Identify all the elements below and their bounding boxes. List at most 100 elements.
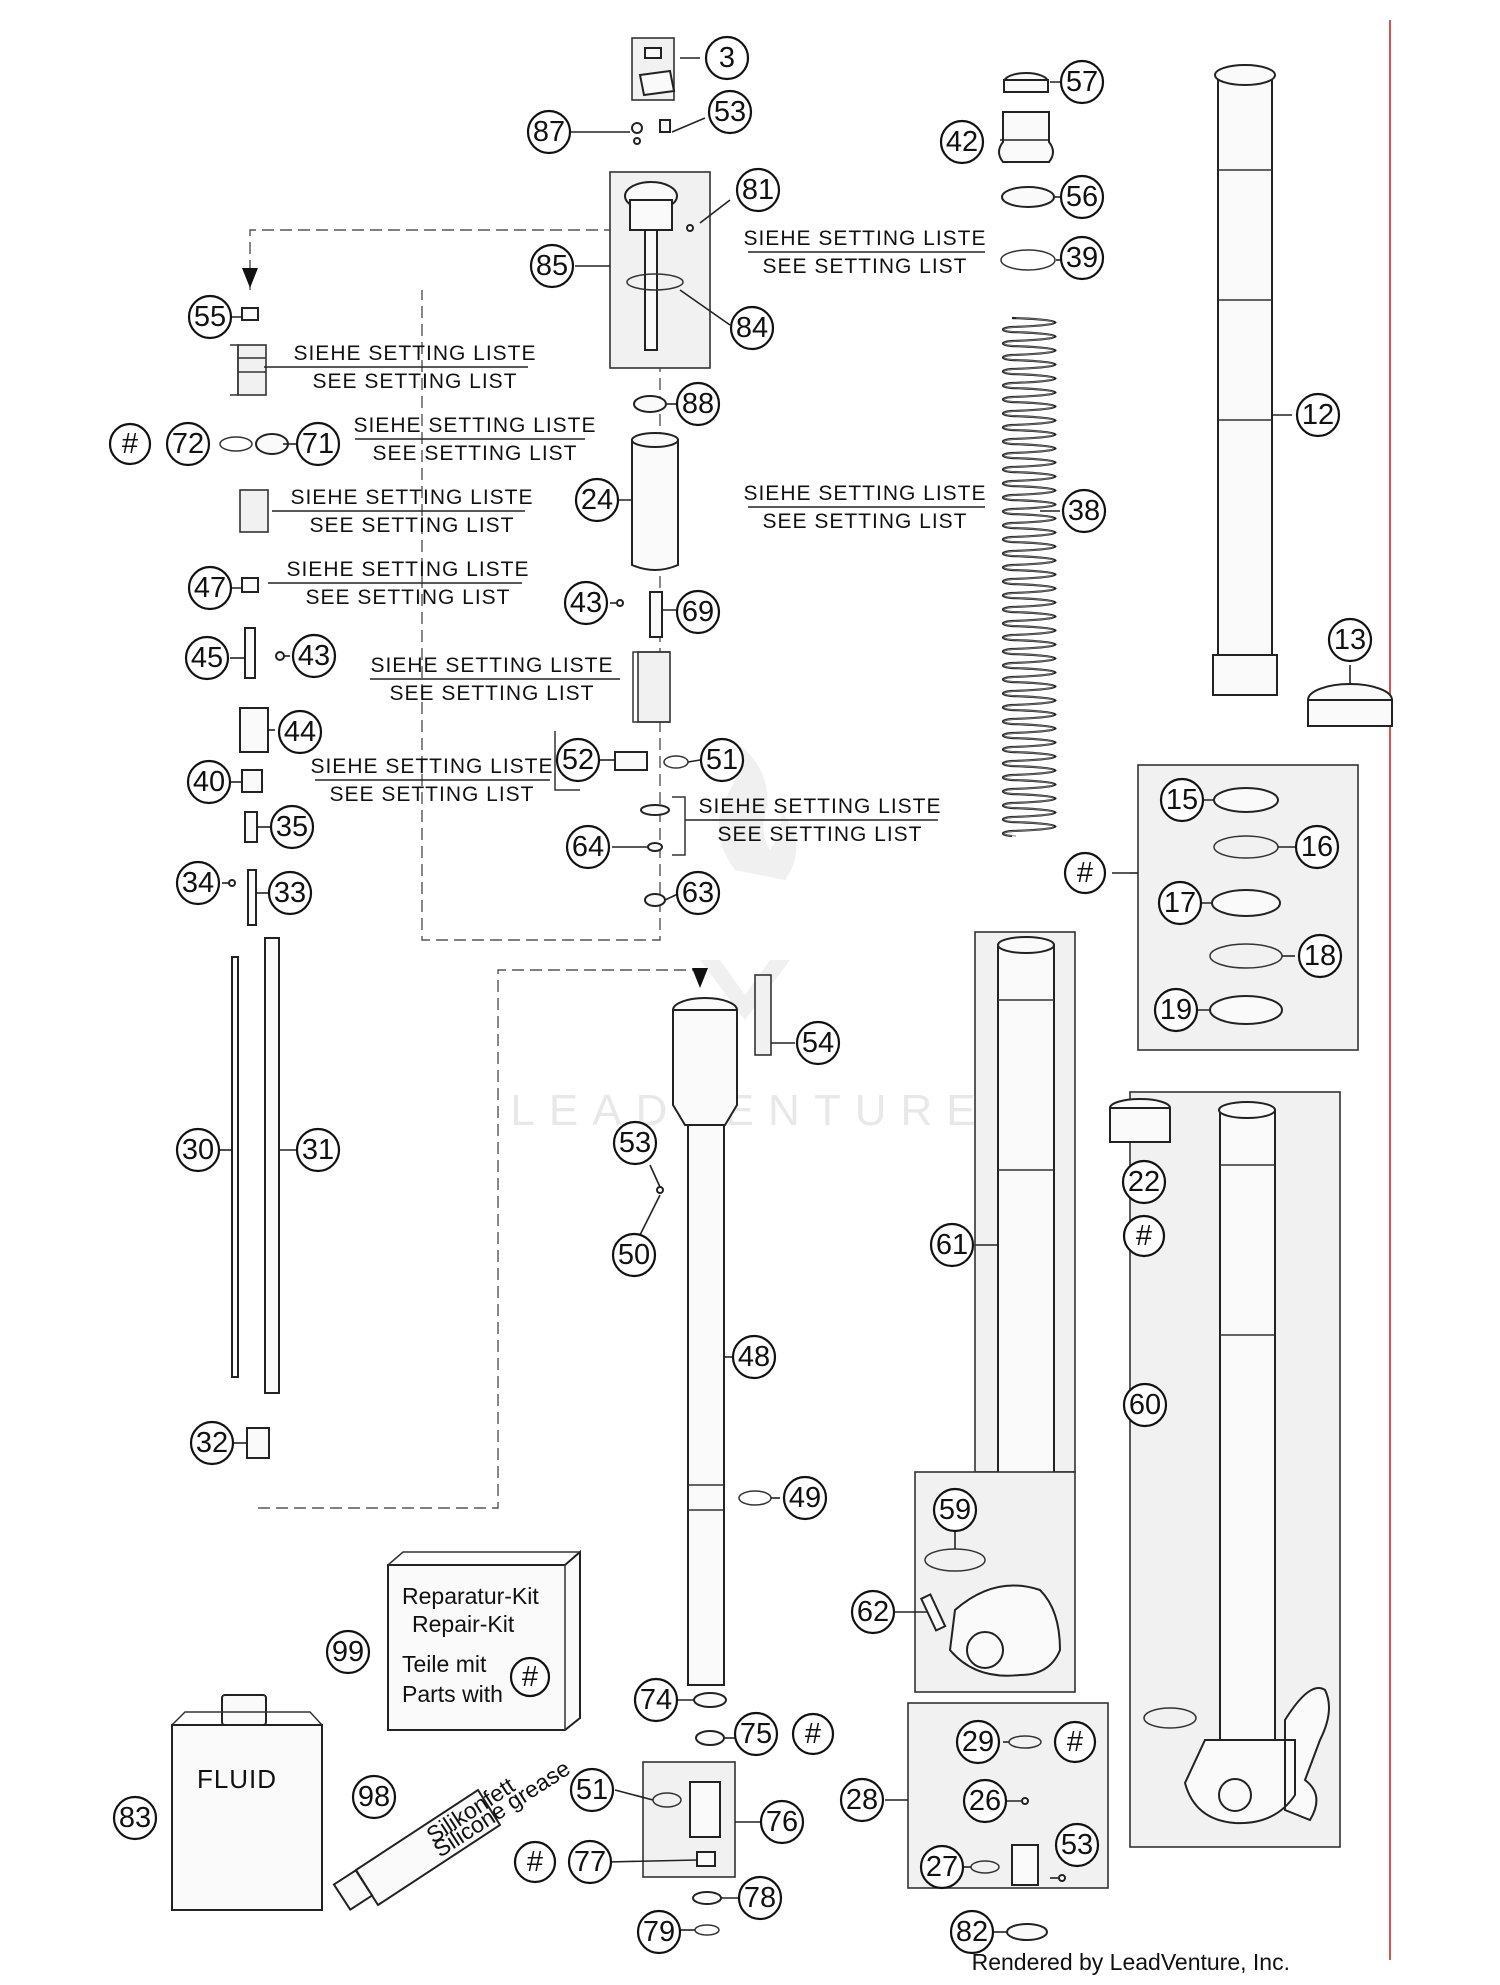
callout-84: 84 — [729, 305, 775, 351]
callout-label: 55 — [194, 301, 226, 333]
callout-label: # — [122, 428, 138, 460]
callout-49: 49 — [782, 1475, 828, 1521]
part-26 — [1021, 1797, 1029, 1805]
callout-label: 26 — [969, 1785, 1001, 1817]
part-31 — [264, 937, 280, 1394]
setting-note-8-en: SEE SETTING LIST — [329, 783, 534, 806]
part-32 — [246, 1427, 270, 1459]
callout-42: 42 — [939, 119, 985, 165]
part-34 — [228, 879, 236, 887]
part-87-washer — [633, 137, 641, 145]
part-47 — [241, 577, 259, 593]
callout-88: 88 — [675, 381, 721, 427]
part-60-axle-hole — [1218, 1778, 1252, 1812]
part-43-center — [616, 599, 624, 607]
callout-label: 28 — [846, 1784, 878, 1816]
part-24 — [631, 439, 679, 571]
part-88 — [633, 395, 667, 413]
callout-81: 81 — [735, 167, 781, 213]
callout-repair-kit-c75h: # — [791, 1712, 835, 1756]
shim-64-upper — [640, 804, 670, 816]
callout-label: 49 — [789, 1482, 821, 1514]
setting-note-9-en: SEE SETTING LIST — [717, 823, 922, 846]
part-44 — [239, 707, 269, 753]
callout-61: 61 — [929, 1222, 975, 1268]
callout-label: 81 — [742, 174, 774, 206]
dashed-route-lower — [258, 969, 700, 1509]
callout-label: 54 — [802, 1027, 834, 1059]
callout-label: 69 — [682, 596, 714, 628]
callout-label: 53 — [714, 96, 746, 128]
callout-label: 71 — [302, 428, 334, 460]
callout-label: 62 — [857, 1596, 889, 1628]
callout-label: 29 — [962, 1726, 994, 1758]
setting-note-7-de: SIEHE SETTING LISTE — [370, 654, 613, 677]
part-48-tube — [687, 1124, 725, 1686]
repair-kit-hash-badge — [509, 1656, 551, 1698]
arrow-down-icon-upper — [242, 268, 258, 288]
part-27-screw — [1011, 1844, 1039, 1886]
callout-label: 76 — [766, 1806, 798, 1838]
setting-note-5-de: SIEHE SETTING LISTE — [743, 227, 986, 250]
callout-label: 13 — [1334, 624, 1366, 656]
callout-77: 77 — [567, 1839, 613, 1885]
callout-label: 42 — [946, 126, 978, 158]
callout-label: 40 — [193, 766, 225, 798]
part-78 — [692, 1891, 722, 1905]
callout-label: 59 — [939, 1494, 971, 1526]
fluid-bottle: FLUID — [171, 1694, 323, 1911]
callout-12: 12 — [1295, 392, 1341, 438]
part-43-left — [275, 651, 285, 661]
callout-33: 33 — [267, 870, 313, 916]
setting-note-4-de: SIEHE SETTING LISTE — [286, 558, 529, 581]
callout-24: 24 — [574, 477, 620, 523]
setting-note-6-de: SIEHE SETTING LISTE — [743, 482, 986, 505]
callout-18: 18 — [1297, 933, 1343, 979]
fluid-bottle-label: FLUID — [197, 1764, 277, 1794]
callout-98: 98 — [351, 1774, 397, 1820]
callout-45: 45 — [184, 635, 230, 681]
callout-label: 63 — [682, 877, 714, 909]
callout-71: 71 — [295, 421, 341, 467]
callout-label: 72 — [172, 428, 204, 460]
callout-repair-kit-c77h: # — [513, 1840, 557, 1884]
setting-note-7-en: SEE SETTING LIST — [389, 682, 594, 705]
callout-31: 31 — [295, 1127, 341, 1173]
shim-stack-2 — [239, 489, 269, 533]
part-75 — [695, 1730, 725, 1746]
callout-69: 69 — [675, 589, 721, 635]
callout-22: 22 — [1121, 1159, 1167, 1205]
part-19 — [1209, 995, 1283, 1025]
part-48-head — [672, 1009, 738, 1126]
callout-99: 99 — [325, 1629, 371, 1675]
callout-label: 24 — [581, 484, 613, 516]
callout-label: # — [527, 1846, 543, 1878]
callout-43b: 43 — [291, 633, 337, 679]
callout-54: 54 — [795, 1020, 841, 1066]
callout-label: # — [1136, 1220, 1152, 1252]
callout-label: 15 — [1166, 784, 1198, 816]
callout-39: 39 — [1059, 235, 1105, 281]
callout-78: 78 — [737, 1875, 783, 1921]
shim-stack-1 — [237, 344, 267, 396]
part-39 — [1000, 249, 1056, 271]
part-69 — [649, 591, 663, 638]
part-53-mid — [656, 1186, 664, 1194]
callout-47: 47 — [187, 565, 233, 611]
callout-label: 34 — [182, 867, 214, 899]
callout-label: 84 — [736, 312, 768, 344]
callout-label: 60 — [1129, 1389, 1161, 1421]
callout-83: 83 — [112, 1795, 158, 1841]
part-12-top — [1214, 64, 1276, 86]
callout-59: 59 — [932, 1487, 978, 1533]
callout-label: 53 — [1061, 1829, 1093, 1861]
part-74 — [693, 1692, 727, 1708]
setting-note-7: SIEHE SETTING LISTE SEE SETTING LIST — [370, 654, 620, 705]
setting-note-1-de: SIEHE SETTING LISTE — [293, 342, 536, 365]
callout-15: 15 — [1159, 777, 1205, 823]
callout-74: 74 — [633, 1677, 679, 1723]
callout-label: 52 — [562, 744, 594, 776]
